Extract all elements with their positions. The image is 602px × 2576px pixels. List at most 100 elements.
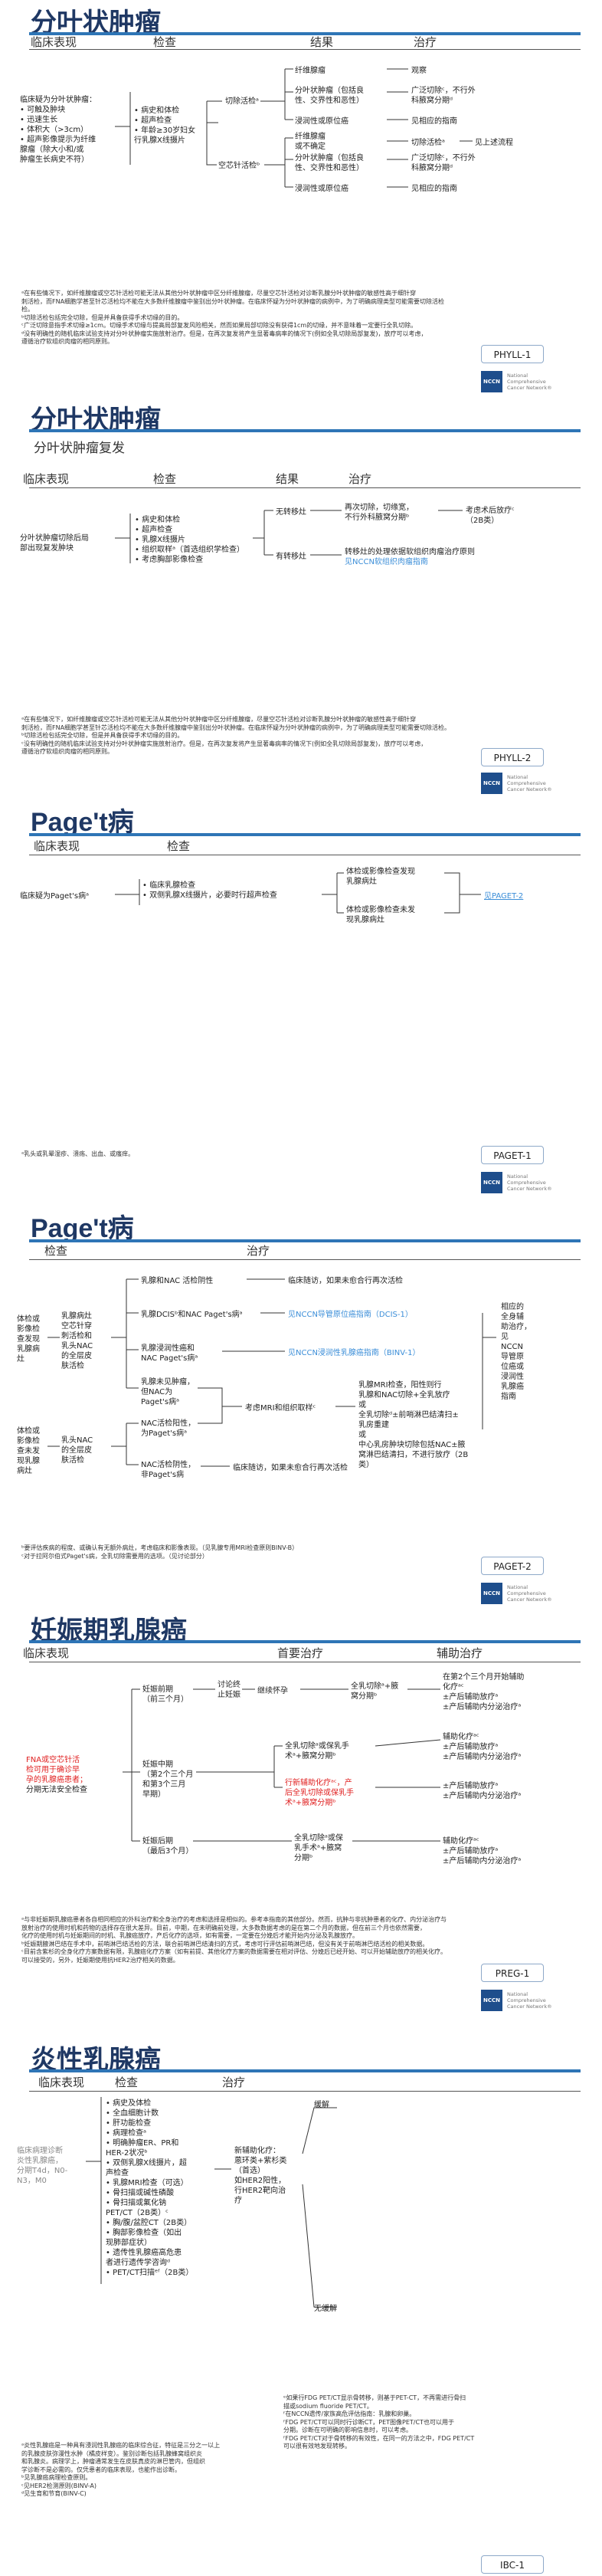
page-code: IBC-1 <box>481 2555 544 2574</box>
col-head-treatment: 治疗 <box>222 2076 246 2089</box>
neoadjuvant-2: 行新辅助化疗ᵃᶜ，产后全乳切除或保乳手术ᵃ+腋窝分期ᵇ <box>285 1779 354 1807</box>
result-cancer-2: 浸润性或原位癌 <box>295 185 348 193</box>
page-phyll-1: 分叶状肿瘤 临床表现 检查 结果 治疗 临床疑为分叶状肿瘤：• 可触及肿块• 迅… <box>0 0 602 429</box>
col-head-clinical: 临床表现 <box>38 2076 85 2089</box>
title-rule <box>29 2069 581 2072</box>
header-line <box>29 1259 581 1260</box>
col-head-clinical: 临床表现 <box>23 1646 70 1660</box>
mastectomy-1: 全乳切除ᵃ+腋窝分期ᵇ <box>351 1682 399 1701</box>
nccn-logo: NCCN <box>481 371 502 392</box>
header-line <box>29 2091 581 2092</box>
page-title: Page't病 <box>31 1214 134 1243</box>
m-negative: 乳腺和NAC 活检阴性 <box>141 1277 214 1285</box>
col-head-result: 结果 <box>310 35 334 49</box>
nccn-logo-text: National Comprehensive Cancer Network® <box>507 774 552 792</box>
link-sarcoma-guideline[interactable]: 见NCCN软组织肉瘤指南 <box>345 558 428 566</box>
clinical-presentation: FNA或空芯针活检可用于确诊早孕的乳腺癌患者；分期无法安全检查 <box>26 1756 87 1794</box>
col-head-treatment: 治疗 <box>414 35 437 49</box>
trimester-3: 妊娠后期（最后3个月） <box>142 1837 194 1856</box>
link-binv-guideline[interactable]: 见NCCN浸润性乳腺癌指南（BINV-1） <box>288 1349 420 1357</box>
col-head-clinical: 临床表现 <box>34 839 80 853</box>
col-head-clinical: 临床表现 <box>23 472 70 486</box>
discuss-termination: 讨论终止妊娠 <box>218 1681 240 1699</box>
page-paget-2: Page't病 检查 治疗 体检或影像检查发现乳腺病灶 体检或影像检查未发现乳腺… <box>0 1207 602 1636</box>
tx-see-guideline-2: 见相应的指南 <box>411 185 457 193</box>
adjuvant-1: 在第2个三个月开始辅助化疗ᵃᶜ±产后辅助放疗ᵃ±产后辅助内分泌治疗ᵃ <box>443 1673 525 1711</box>
page-phyll-2: 分叶状肿瘤 分叶状肿瘤复发 临床表现 检查 结果 治疗 分叶状肿瘤切除后局部出现… <box>0 399 602 812</box>
result-phyllodes: 分叶状肿瘤（包括良性、交界性和恶性） <box>295 87 364 105</box>
col-head-clinical: 临床表现 <box>31 35 77 49</box>
flow-lines <box>47 1278 496 1467</box>
page-ibc-1: 炎性乳腺癌 临床表现 检查 治疗 临床病理诊断炎性乳腺癌，分期T4d，N0-N3… <box>0 2039 602 2576</box>
result-metastasis: 有转移灶 <box>276 553 306 561</box>
nccn-logo-text: National Comprehensive Cancer Network® <box>507 372 552 391</box>
col-head-workup: 检查 <box>115 2076 139 2089</box>
flow-lines <box>86 2097 337 2308</box>
clinical-presentation: 临床疑为分叶状肿瘤：• 可触及肿块• 迅速生长• 体积大（>3cm）• 超声影像… <box>20 96 97 164</box>
page-code: PAGET-1 <box>481 1146 544 1164</box>
col-head-treatment: 治疗 <box>348 472 372 486</box>
footnotes: ᵃ乳头或乳晕湿疹、溃疡、出血、或瘙痒。 <box>21 1150 135 1157</box>
footnotes: ᵃ与非妊娠期乳腺癌患者各自相同相应的外科治疗和全身治疗的考虑和选择是相似的。参考… <box>21 1916 447 1964</box>
neoadjuvant-therapy: 新辅助化疗：蒽环类+紫杉类（首选）如HER2阳性，行HER2靶向治疗 <box>234 2147 287 2205</box>
page-code: PAGET-2 <box>481 1557 544 1575</box>
clinical-presentation: 分叶状肿瘤切除后局部出现复发肿块 <box>20 534 89 553</box>
lesion-found: 体检或影像检查发现乳腺病灶 <box>17 1315 40 1363</box>
continue-pregnancy: 继续怀孕 <box>257 1687 288 1695</box>
tx-consider-rt: 考虑术后放疗ᶜ（2B类） <box>466 507 515 525</box>
o-followup-2: 临床随访，如果未愈合行再次活检 <box>233 1464 348 1472</box>
footnotes: ᵃ在有些情况下，如纤维腺瘤或空芯针活检可能无法从其他分叶状肿瘤中区分纤维腺瘤，尽… <box>21 716 451 755</box>
col-head-workup: 检查 <box>44 1244 68 1258</box>
adjuvant-3: ±产后辅助放疗ᵃ±产后辅助内分泌治疗ᵃ <box>443 1782 522 1800</box>
link-paget-2[interactable]: 见PAGET-2 <box>484 892 524 901</box>
m-nac-negative: NAC活检阴性，非Paget's病 <box>141 1461 196 1479</box>
col-head-workup: 检查 <box>153 472 177 486</box>
adjuvant-2: 辅助化疗ᵃᶜ±产后辅助放疗ᵃ±产后辅助内分泌治疗ᵃ <box>443 1733 522 1761</box>
page-code: PREG-1 <box>481 1964 544 1982</box>
surgery-3: 全乳切除ᵃ或保乳手术ᵃ+腋窝分期ᵇ <box>294 1834 343 1862</box>
link-dcis-guideline[interactable]: 见NCCN导管原位癌指南（DCIS-1） <box>288 1311 413 1319</box>
footnotes: ᵃ在有些情况下，如纤维腺瘤或空芯针活检可能无法从其他分叶状肿瘤中区分纤维腺瘤，尽… <box>21 290 445 345</box>
flow-lines <box>115 68 473 188</box>
col-head-adjuvant: 辅助治疗 <box>437 1646 483 1660</box>
page-preg-1: 妊娠期乳腺癌 临床表现 首要治疗 辅助治疗 FNA或空芯针活检可用于确诊早孕的乳… <box>0 1610 602 2039</box>
page-code: PHYLL-1 <box>481 345 544 363</box>
col-head-primary: 首要治疗 <box>277 1646 324 1660</box>
trimester-2: 妊娠中期（第2个三个月和第3个三月早期） <box>142 1761 194 1799</box>
nccn-logo: NCCN <box>481 773 502 794</box>
tx-excisional-biopsy: 切除活检ᵃ <box>411 139 445 147</box>
workup-list: • 临床乳腺检查• 双侧乳腺X线摄片，必要时行超声检查 <box>142 881 277 900</box>
result-no-lesion: 体检或影像检查未发现乳腺病灶 <box>346 906 415 924</box>
tx-see-guideline: 见相应的指南 <box>411 117 457 126</box>
page-title: Page't病 <box>31 808 134 837</box>
adjuvant-4: 辅助化疗ᵃᶜ±产后辅助放疗ᵃ±产后辅助内分泌治疗ᵃ <box>443 1837 522 1866</box>
result-phyllodes-2: 分叶状肿瘤（包括良性、交界性和恶性） <box>295 154 364 172</box>
m-dcis: 乳腺DCISᵇ和NAC Paget's病ᵃ <box>141 1311 243 1319</box>
tx-observe: 观察 <box>411 67 427 75</box>
footnotes-left: ᵃ炎性乳腺癌是一种具有浸润性乳腺癌的临床综合征，特征是三分之一以上的乳腺皮肤弥漫… <box>21 2442 221 2497</box>
no-response: 无缓解 <box>314 2305 337 2313</box>
clinical-presentation: 临床病理诊断炎性乳腺癌，分期T4d，N0-N3，M0 <box>17 2147 68 2185</box>
title-rule <box>29 429 581 432</box>
header-line <box>29 487 581 488</box>
col-head-result: 结果 <box>276 472 299 486</box>
tx-wide-excision-2: 广泛切除ᶜ，不行外科腋窝分期ᵈ <box>411 154 476 172</box>
nccn-logo: NCCN <box>481 1583 502 1604</box>
response: 缓解 <box>314 2101 329 2109</box>
core-needle-biopsy: 空芯针活检ᵇ <box>218 162 260 170</box>
title-rule <box>29 833 581 836</box>
surgery-2: 全乳切除ᵃ或保乳手术ᵃ+腋窝分期ᵇ <box>285 1742 349 1761</box>
workup-list: • 病史及体检• 全血细胞计数• 肝功能检查• 病理检查ᵃ• 明确肿瘤ER、PR… <box>106 2099 194 2277</box>
page-code: PHYLL-2 <box>481 748 544 766</box>
tx-reexcision: 再次切除，切缘宽，不行外科腋窝分期ᵇ <box>345 504 414 522</box>
nccn-logo-text: National Comprehensive Cancer Network® <box>507 1584 552 1603</box>
result-fibroadenoma: 纤维腺瘤 <box>295 67 326 75</box>
excisional-biopsy: 切除活检ᵃ <box>225 97 259 106</box>
o-treatment-options: 乳腺MRI检查，阳性则行乳腺和NAC切除+全乳放疗或全乳切除ᵈ±前哨淋巴结清扫±… <box>358 1381 469 1469</box>
page-paget-1: Page't病 临床表现 检查 临床疑为Paget's病ᵃ • 临床乳腺检查• … <box>0 801 602 1215</box>
result-fibroadenoma-uncertain: 纤维腺瘤或不确定 <box>295 133 326 151</box>
result-lesion-found: 体检或影像检查发现乳腺病灶 <box>346 868 415 886</box>
